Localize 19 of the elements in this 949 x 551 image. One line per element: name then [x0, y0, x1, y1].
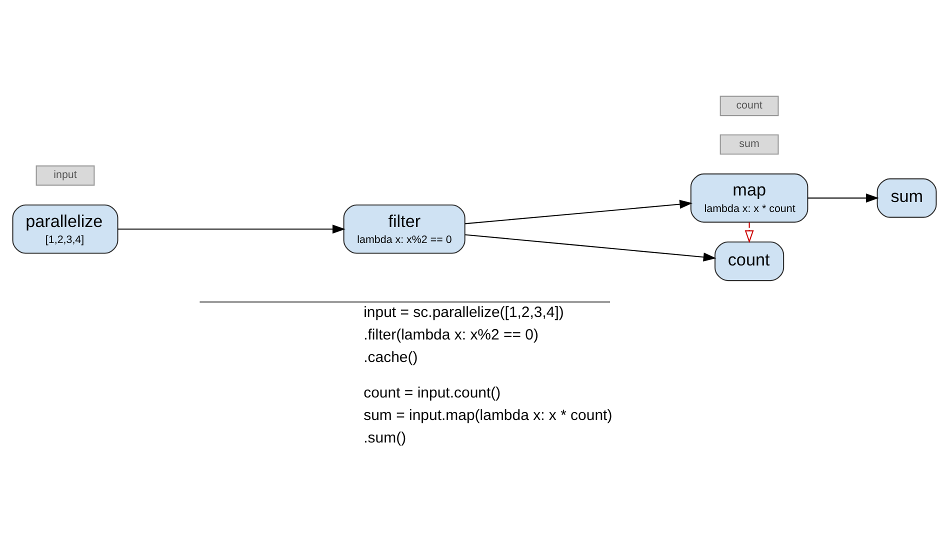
- node-box: sum: [720, 134, 779, 154]
- node-box: count: [720, 95, 779, 116]
- node-box: parallelize [1,2,3,4]: [12, 204, 118, 254]
- arrow: [808, 193, 879, 202]
- node-box: filter lambda x: x%2 == 0: [343, 204, 466, 254]
- label: .filter(lambda x: x%2 == 0): [364, 326, 539, 344]
- node-box: count: [714, 240, 784, 281]
- label: input = sc.parallelize([1,2,3,4]): [364, 304, 564, 321]
- label: .sum(): [364, 429, 406, 446]
- label: count = input.count(): [364, 384, 501, 402]
- node-box: input: [36, 164, 95, 186]
- node-box: sum: [876, 178, 937, 218]
- arrow: [465, 234, 716, 262]
- label: .cache(): [364, 348, 418, 366]
- arrow: [465, 199, 693, 224]
- node-box: map lambda x: x * count: [690, 172, 808, 222]
- arrow: [744, 222, 754, 243]
- label: sum = input.map(lambda x: x * count): [364, 406, 612, 424]
- arrow: [118, 224, 346, 234]
